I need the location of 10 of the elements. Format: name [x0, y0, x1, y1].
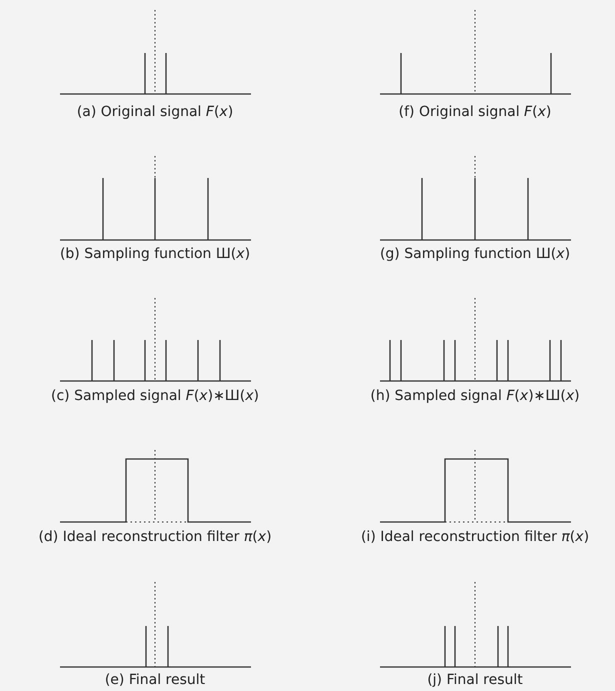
- figure-caption: (a) Original signal F(x): [76, 104, 234, 120]
- figure-caption: (d) Ideal reconstruction filter π(x): [38, 529, 272, 545]
- figure-caption: (g) Sampling function Ш(x): [380, 246, 570, 262]
- figure-caption: (j) Final result: [427, 672, 523, 688]
- figure-caption: (c) Sampled signal F(x)∗Ш(x): [51, 388, 259, 404]
- figure-caption: (i) Ideal reconstruction filter π(x): [360, 529, 590, 545]
- figure-caption: (e) Final result: [104, 672, 206, 688]
- figure-caption: (h) Sampled signal F(x)∗Ш(x): [370, 388, 580, 404]
- figure-caption: (f) Original signal F(x): [398, 104, 552, 120]
- figure-caption: (b) Sampling function Ш(x): [60, 246, 250, 262]
